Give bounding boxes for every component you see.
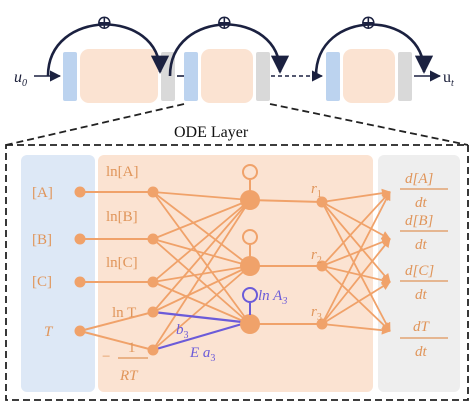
skip-arc-2 bbox=[168, 23, 290, 77]
log-label-b: ln[B] bbox=[106, 209, 138, 225]
edge-rate-output bbox=[321, 265, 391, 332]
plus-symbol-2: ⊕ bbox=[216, 12, 233, 34]
ut-label: ut bbox=[443, 69, 454, 89]
ode-layer-frame bbox=[5, 144, 469, 401]
log-node bbox=[147, 276, 159, 288]
ea3-label: E a3 bbox=[189, 345, 215, 364]
svg-text:d[A]: d[A] bbox=[405, 171, 434, 187]
self-loop-3 bbox=[242, 287, 258, 303]
edge-log-hidden bbox=[152, 199, 251, 240]
edge-log-hidden bbox=[152, 191, 251, 201]
input-label-b: [B] bbox=[32, 232, 52, 248]
ode-block-3 bbox=[326, 49, 412, 103]
self-loop-1 bbox=[242, 164, 258, 180]
edge-rate-output bbox=[321, 201, 391, 240]
network-nodes bbox=[74, 186, 328, 356]
residual-chain: u0 ut ⊕ ⊕ ⊕ bbox=[14, 12, 454, 103]
log-label-a: ln[A] bbox=[106, 164, 139, 180]
log-node bbox=[147, 233, 159, 245]
inverse-rt-term: − 1 RT bbox=[102, 340, 148, 384]
network-edges bbox=[79, 188, 391, 351]
edge-log-hidden bbox=[152, 265, 251, 351]
u0-label: u0 bbox=[14, 69, 27, 89]
rate-label-3: r3 bbox=[311, 304, 322, 323]
log-node bbox=[147, 344, 159, 356]
input-label-t: T bbox=[44, 324, 54, 340]
output-derivative-1: d[A] dt bbox=[400, 171, 448, 211]
rate-node bbox=[316, 196, 328, 208]
log-label-c: ln[C] bbox=[106, 255, 138, 271]
zoom-line-left bbox=[5, 103, 185, 146]
rate-node bbox=[316, 260, 328, 272]
edge-hidden-rate bbox=[249, 199, 323, 203]
svg-text:dt: dt bbox=[415, 195, 428, 211]
log-label-t: ln T bbox=[112, 305, 136, 321]
edge-rate-output bbox=[321, 201, 391, 283]
svg-text:dT: dT bbox=[413, 319, 431, 335]
edge-rate-output bbox=[321, 281, 391, 325]
edge-ea3 bbox=[152, 322, 243, 352]
edge-log-hidden bbox=[152, 191, 251, 267]
log-node bbox=[147, 186, 159, 198]
inv-numerator: 1 bbox=[128, 340, 136, 356]
edge-log-hidden bbox=[152, 238, 251, 325]
edge-log-hidden bbox=[152, 199, 251, 313]
edge-log-hidden bbox=[152, 265, 251, 313]
edge-in-log bbox=[79, 311, 154, 332]
edge-rate-output bbox=[321, 191, 391, 267]
arrhenius-edges bbox=[152, 310, 243, 352]
zoom-line-right bbox=[269, 103, 469, 146]
rate-label-2: r2 bbox=[311, 247, 322, 266]
b3-label: b3 bbox=[176, 322, 189, 341]
edge-rate-output bbox=[321, 188, 391, 203]
edge-rate-output bbox=[321, 191, 391, 325]
hidden-node bbox=[240, 256, 260, 276]
edge-rate-output bbox=[321, 201, 391, 332]
plus-symbol-3: ⊕ bbox=[360, 12, 377, 34]
hidden-node bbox=[240, 190, 260, 210]
output-panel bbox=[378, 155, 460, 392]
input-node bbox=[74, 276, 86, 288]
input-label-a: [A] bbox=[32, 185, 53, 201]
ode-block-2 bbox=[184, 49, 270, 103]
hidden-node bbox=[240, 314, 260, 334]
edge-rate-output bbox=[321, 237, 391, 267]
self-loops bbox=[242, 164, 258, 315]
input-node bbox=[74, 186, 86, 198]
svg-text:dt: dt bbox=[415, 287, 428, 303]
edge-log-hidden bbox=[152, 238, 251, 267]
edge-b3 bbox=[152, 310, 243, 324]
edge-rate-output bbox=[321, 238, 391, 325]
output-derivative-3: d[C] dt bbox=[400, 263, 448, 303]
svg-text:d[B]: d[B] bbox=[405, 213, 434, 229]
edge-log-hidden bbox=[152, 191, 251, 325]
skip-arc-1 bbox=[46, 23, 170, 77]
edge-rate-output bbox=[321, 323, 391, 335]
output-derivative-2: d[B] dt bbox=[400, 213, 448, 253]
input-node bbox=[74, 233, 86, 245]
self-loop-2 bbox=[242, 229, 258, 245]
input-node bbox=[74, 325, 86, 337]
svg-text:dt: dt bbox=[415, 344, 428, 360]
inv-denominator: RT bbox=[119, 368, 139, 384]
edge-in-log bbox=[79, 330, 154, 351]
rate-label-1: r1 bbox=[311, 181, 322, 200]
log-node bbox=[147, 306, 159, 318]
lna3-label: ln A3 bbox=[258, 288, 287, 307]
edge-log-hidden bbox=[152, 281, 251, 325]
edge-rate-output bbox=[321, 265, 391, 285]
output-derivative-4: dT dt bbox=[400, 319, 448, 360]
input-label-c: [C] bbox=[32, 274, 52, 290]
rate-node bbox=[316, 318, 328, 330]
svg-text:d[C]: d[C] bbox=[405, 263, 434, 279]
svg-text:dt: dt bbox=[415, 237, 428, 253]
ode-layer-title: ODE Layer bbox=[174, 124, 249, 141]
edge-log-hidden bbox=[152, 199, 251, 283]
edge-log-hidden bbox=[152, 199, 251, 351]
plus-symbol-1: ⊕ bbox=[96, 12, 113, 34]
inv-prefix: − bbox=[102, 349, 110, 365]
skip-arc-3 bbox=[314, 23, 434, 77]
